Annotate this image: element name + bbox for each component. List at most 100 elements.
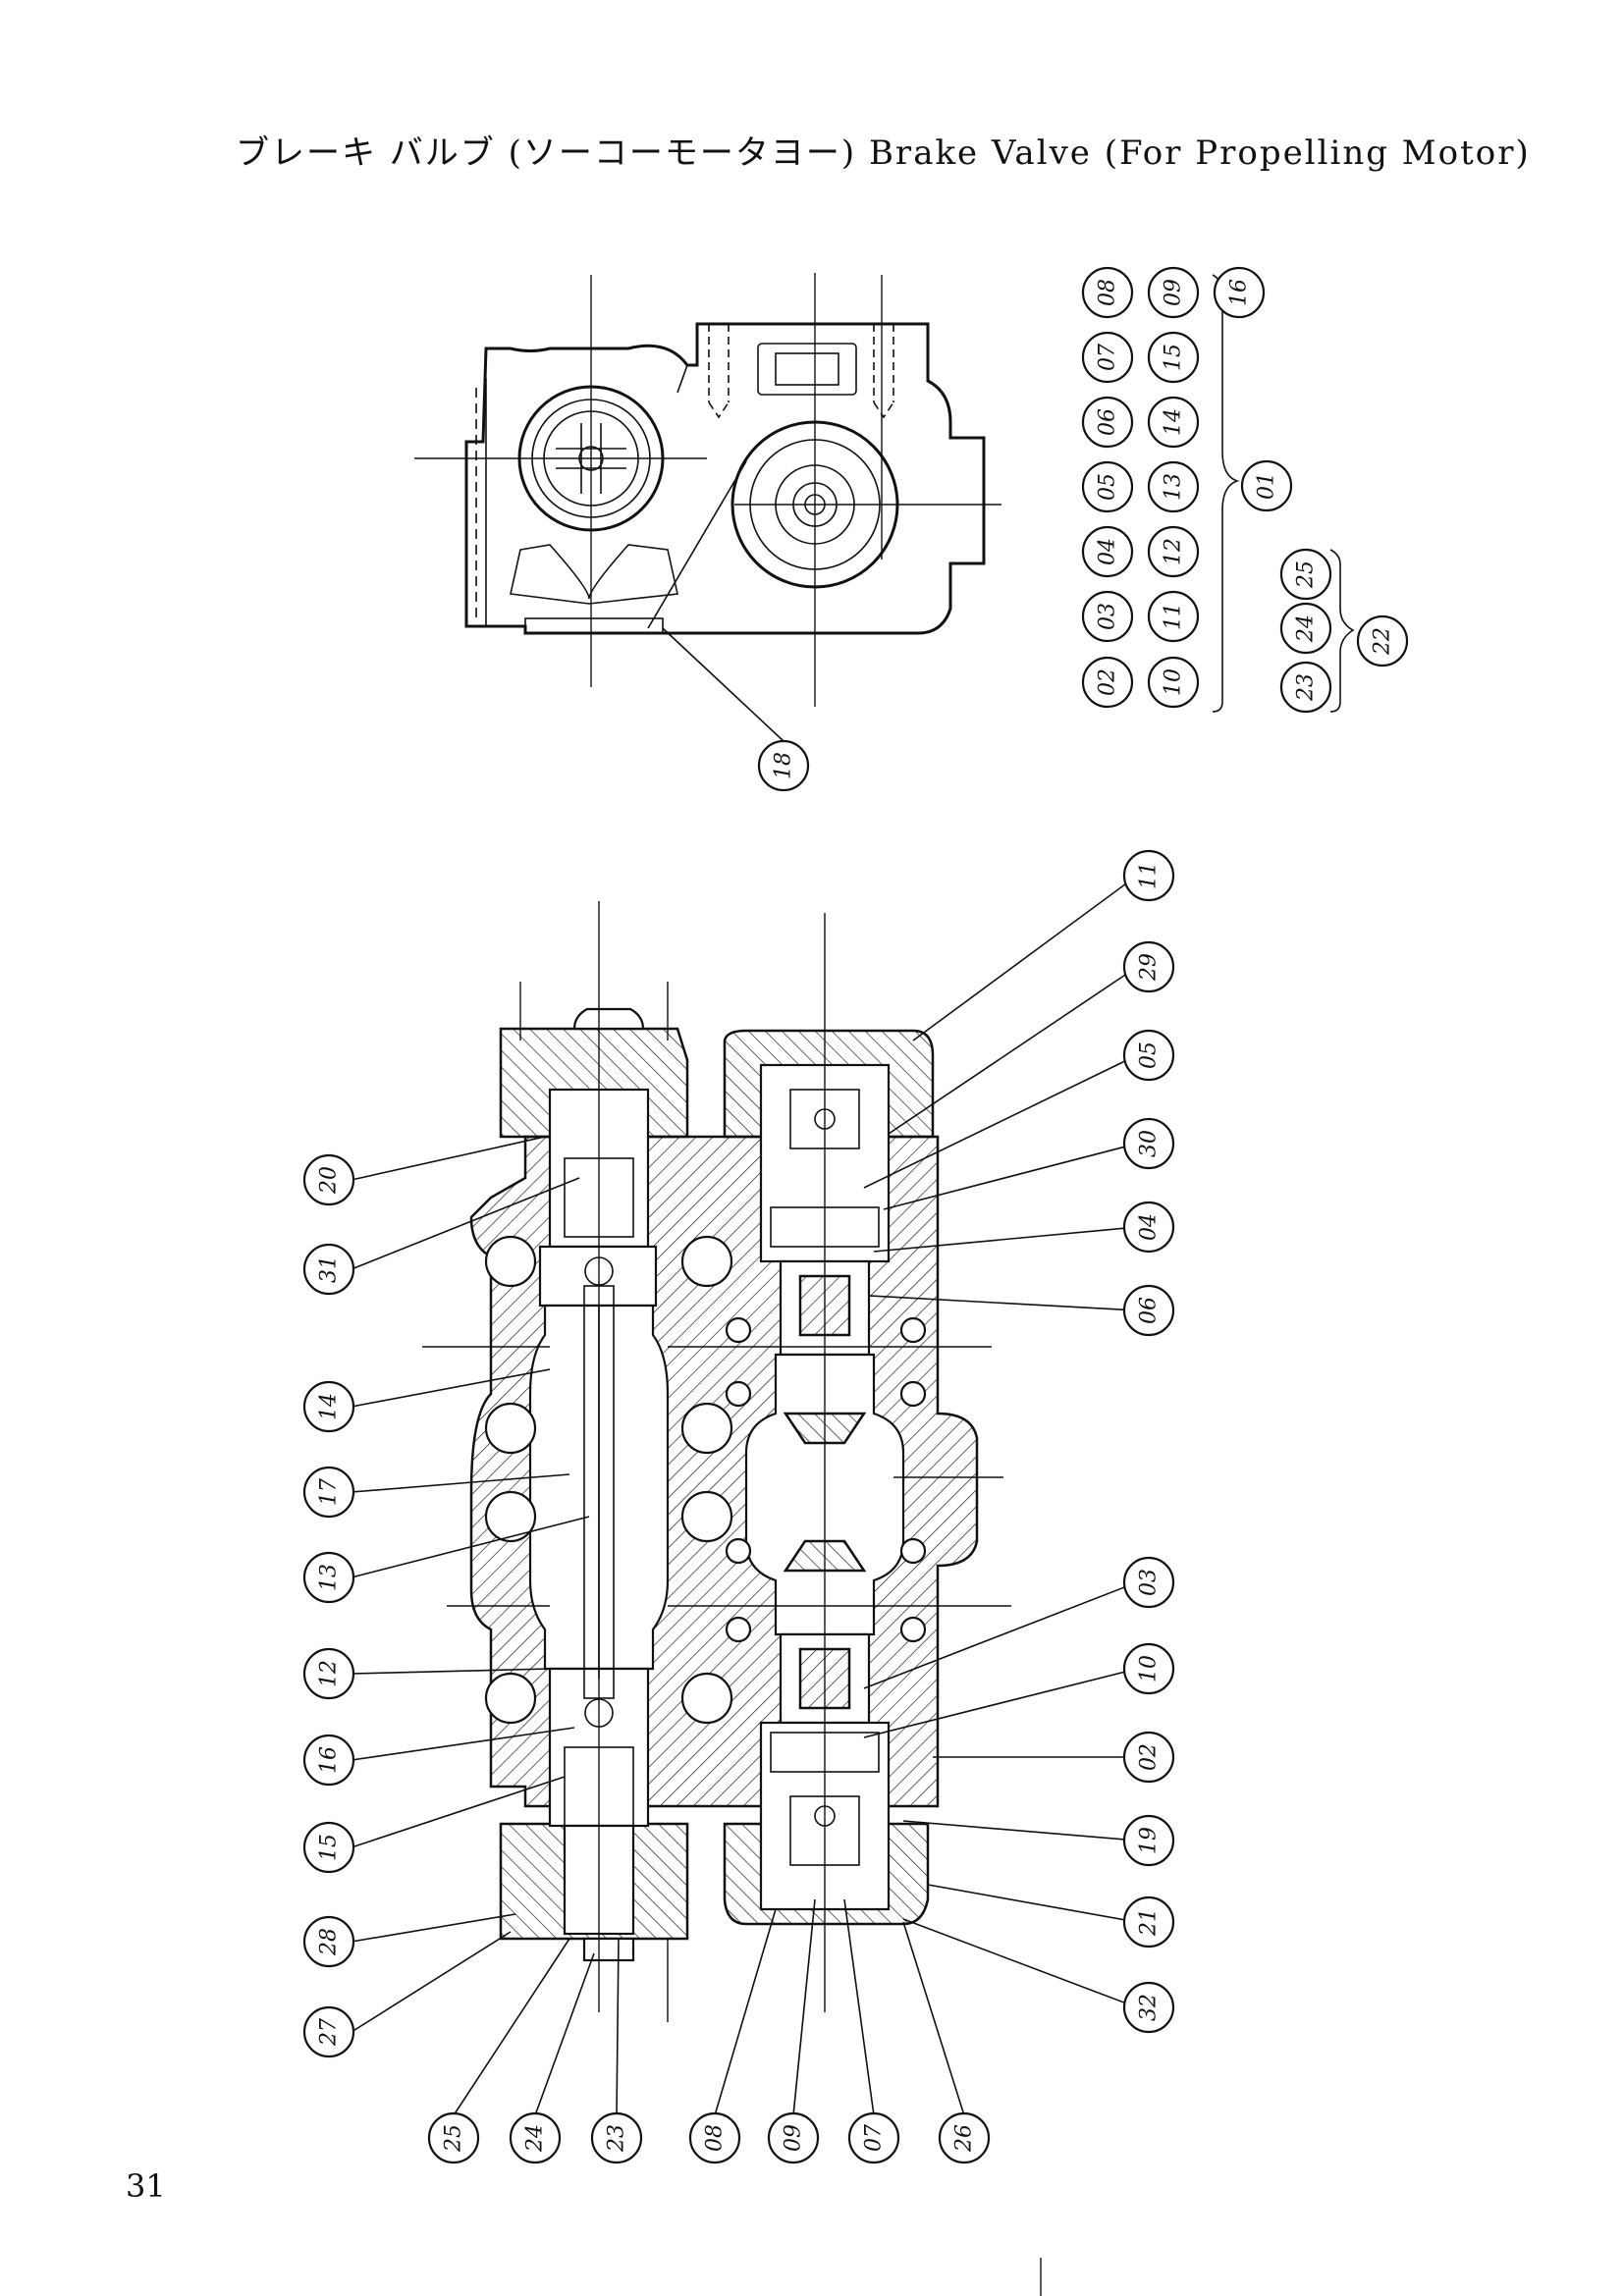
callout-14-section: 14 <box>302 1380 355 1433</box>
callout-label: 07 <box>862 2124 887 2152</box>
callout-21: 21 <box>1122 1896 1175 1949</box>
callout-label: 22 <box>1371 627 1395 656</box>
callout-12-section: 12 <box>302 1647 355 1700</box>
callout-32: 32 <box>1122 1981 1175 2034</box>
callout-03: 03 <box>1081 590 1134 643</box>
callout-29: 29 <box>1122 940 1175 993</box>
callout-label: 25 <box>1294 561 1319 589</box>
callout-08-section: 08 <box>688 2111 741 2164</box>
callout-label: 02 <box>1096 668 1120 696</box>
callout-10: 10 <box>1147 656 1200 709</box>
callout-07: 07 <box>1081 331 1134 384</box>
callout-label: 15 <box>317 1834 342 1861</box>
callout-label: 26 <box>952 2124 977 2153</box>
callout-22: 22 <box>1356 614 1409 667</box>
callout-label: 32 <box>1137 1994 1162 2021</box>
callout-23-section: 23 <box>590 2111 643 2164</box>
top-view <box>414 273 1001 707</box>
callout-label: 23 <box>1294 673 1319 702</box>
callout-28: 28 <box>302 1915 355 1968</box>
page-number: 31 <box>126 2167 166 2205</box>
callout-12: 12 <box>1147 525 1200 578</box>
callout-label: 16 <box>317 1746 342 1774</box>
callout-label: 05 <box>1137 1041 1162 1069</box>
callout-24-section: 24 <box>509 2111 562 2164</box>
callout-16b: 16 <box>1213 266 1266 319</box>
callout-label: 14 <box>317 1393 342 1420</box>
callout-04-section: 04 <box>1122 1201 1175 1254</box>
callout-label: 03 <box>1096 603 1120 630</box>
callout-09: 09 <box>1147 266 1200 319</box>
callout-label: 19 <box>1137 1827 1162 1854</box>
callout-label: 11 <box>1162 603 1186 630</box>
callout-label: 06 <box>1096 408 1120 436</box>
callout-label: 20 <box>317 1166 342 1195</box>
callout-label: 04 <box>1096 538 1120 565</box>
callout-13: 13 <box>1147 460 1200 513</box>
callout-30: 30 <box>1122 1117 1175 1170</box>
callout-label: 30 <box>1137 1130 1162 1157</box>
callout-label: 24 <box>523 2124 548 2153</box>
callout-label: 10 <box>1137 1655 1162 1682</box>
callout-label: 03 <box>1137 1569 1162 1596</box>
callout-label: 13 <box>1162 473 1186 501</box>
callout-07-section: 07 <box>847 2111 900 2164</box>
callout-18: 18 <box>757 739 810 792</box>
callout-label: 12 <box>1162 538 1186 565</box>
callout-13-section: 13 <box>302 1551 355 1604</box>
callout-14: 14 <box>1147 396 1200 449</box>
callout-08: 08 <box>1081 266 1134 319</box>
callout-label: 08 <box>1096 279 1120 306</box>
callout-label: 11 <box>1137 862 1162 889</box>
callout-25-section: 25 <box>427 2111 480 2164</box>
callout-26: 26 <box>938 2111 991 2164</box>
callout-31: 31 <box>302 1243 355 1296</box>
callout-04: 04 <box>1081 525 1134 578</box>
section-view <box>422 901 1042 2296</box>
callout-02-section: 02 <box>1122 1731 1175 1784</box>
callout-05: 05 <box>1081 460 1134 513</box>
callout-06: 06 <box>1081 396 1134 449</box>
callout-11-section: 11 <box>1122 849 1175 902</box>
callout-label: 29 <box>1137 953 1162 982</box>
callout-10-section: 10 <box>1122 1642 1175 1695</box>
callout-label: 02 <box>1137 1743 1162 1771</box>
callout-19: 19 <box>1122 1814 1175 1867</box>
callout-label: 09 <box>782 2124 806 2152</box>
callout-15: 15 <box>1147 331 1200 384</box>
callout-15-section: 15 <box>302 1821 355 1874</box>
callout-label: 10 <box>1162 668 1186 696</box>
callout-label: 06 <box>1137 1297 1162 1324</box>
callout-01: 01 <box>1240 459 1293 512</box>
callout-02: 02 <box>1081 656 1134 709</box>
callout-label: 09 <box>1162 279 1186 306</box>
callout-23: 23 <box>1279 661 1332 714</box>
callout-label: 24 <box>1294 614 1319 643</box>
callout-label: 21 <box>1137 1908 1162 1937</box>
callout-label: 25 <box>442 2124 466 2153</box>
callout-label: 04 <box>1137 1213 1162 1241</box>
callout-24: 24 <box>1279 602 1332 655</box>
callout-label: 15 <box>1162 344 1186 371</box>
callout-label: 31 <box>317 1255 342 1283</box>
callout-label: 07 <box>1096 344 1120 371</box>
callout-label: 01 <box>1255 472 1279 500</box>
callout-label: 05 <box>1096 473 1120 501</box>
callout-16-section: 16 <box>302 1734 355 1787</box>
callout-label: 23 <box>605 2124 629 2153</box>
callout-label: 28 <box>317 1928 342 1956</box>
callout-label: 08 <box>703 2124 728 2152</box>
callouts: 02 03 04 05 06 07 08 09 10 11 12 13 14 1… <box>302 266 1409 2164</box>
callout-label: 12 <box>317 1660 342 1687</box>
callout-27: 27 <box>302 2005 355 2058</box>
callout-03-section: 03 <box>1122 1556 1175 1609</box>
callout-label: 27 <box>317 2018 342 2047</box>
callout-17: 17 <box>302 1466 355 1519</box>
callout-25: 25 <box>1279 548 1332 601</box>
callout-11: 11 <box>1147 590 1200 643</box>
callout-label: 17 <box>317 1478 342 1506</box>
callout-09-section: 09 <box>767 2111 820 2164</box>
callout-label: 18 <box>772 752 796 779</box>
callout-06-section: 06 <box>1122 1284 1175 1337</box>
